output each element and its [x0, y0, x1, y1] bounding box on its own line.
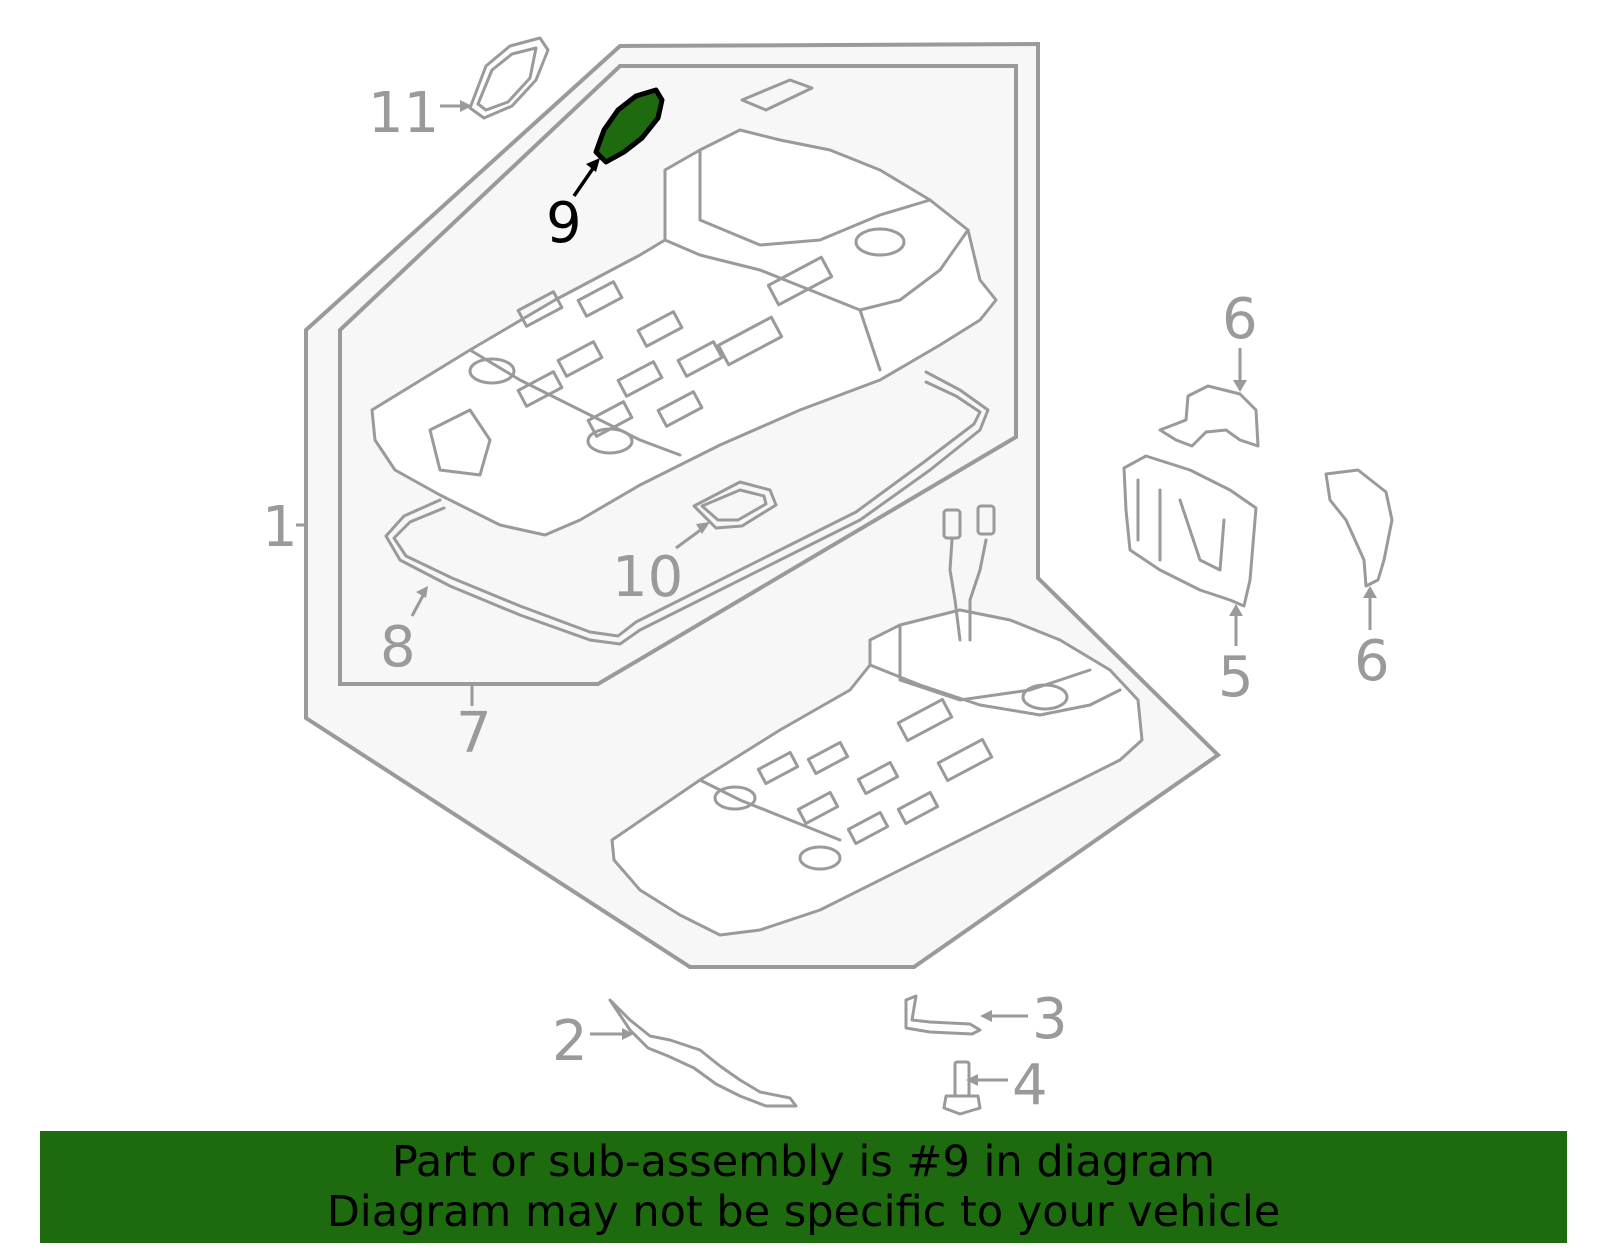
callout-7: 7 [456, 701, 492, 766]
lower-battery-tray [610, 504, 1144, 937]
part-10-pad [692, 480, 778, 530]
callout-6-lower: 6 [1354, 629, 1390, 694]
callout-5: 5 [1218, 645, 1254, 710]
part-8-gasket [384, 370, 990, 646]
callout-9: 9 [546, 191, 582, 256]
part-6-right-bracket [1324, 468, 1394, 588]
callout-11: 11 [368, 81, 439, 146]
callout-10: 10 [612, 545, 683, 610]
callout-1: 1 [262, 495, 298, 560]
leader-9 [572, 163, 598, 197]
part-2-bracket [608, 998, 798, 1108]
callout-6-upper: 6 [1222, 287, 1258, 352]
callout-3: 3 [1032, 987, 1068, 1052]
part-8-gasket-inner [392, 380, 982, 638]
part-11-gasket [468, 36, 550, 120]
callout-2: 2 [552, 1009, 588, 1074]
part-4-bolt [942, 1060, 982, 1116]
info-banner: Part or sub-assembly is #9 in diagram Di… [40, 1131, 1567, 1243]
callout-4: 4 [1012, 1053, 1048, 1118]
part-3-rod [904, 994, 982, 1036]
part-9-highlighted [593, 87, 665, 165]
part-6-upper-bracket [1158, 384, 1260, 448]
banner-line-2: Diagram may not be specific to your vehi… [326, 1187, 1281, 1237]
upper-battery-cover [370, 128, 998, 537]
banner-line-1: Part or sub-assembly is #9 in diagram [391, 1137, 1216, 1187]
top-pad [740, 78, 814, 112]
callout-8: 8 [380, 615, 416, 680]
